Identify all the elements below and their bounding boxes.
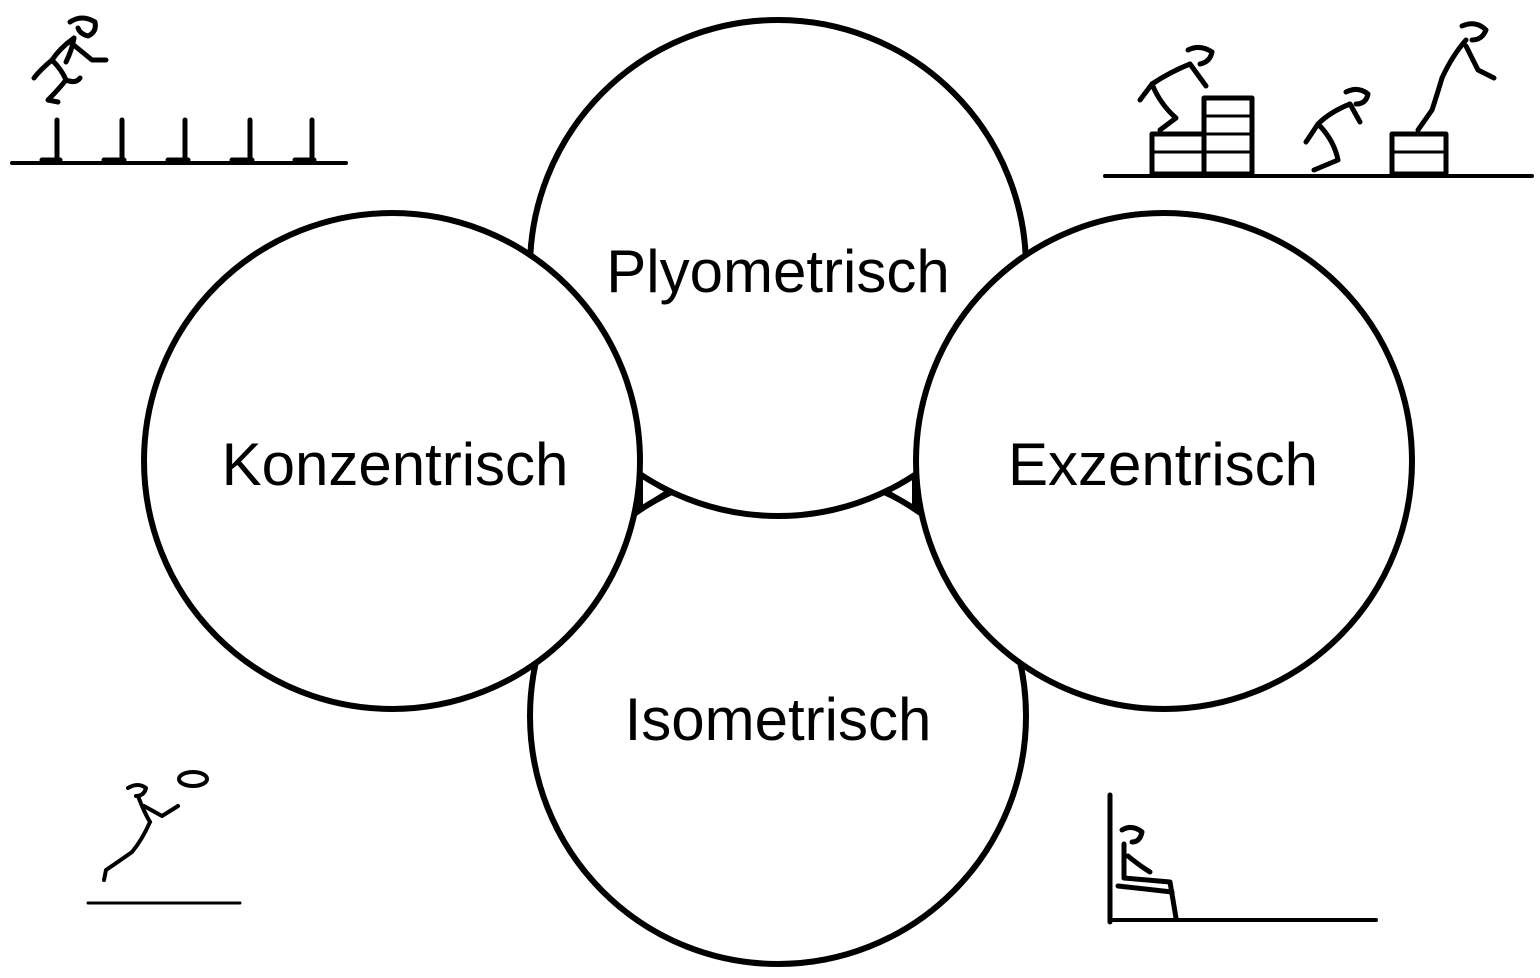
concentric-label: Konzentrisch <box>222 431 569 498</box>
hurdle-jump-figure-icon <box>10 15 348 165</box>
isometric-label: Isometrisch <box>625 686 932 753</box>
box-jump-figure-icon <box>1103 21 1534 178</box>
plyometric-label: Plyometrisch <box>606 238 949 305</box>
eccentric-circle <box>913 210 1415 712</box>
wall-sit-figure-icon <box>1107 792 1378 925</box>
ball-throw-figure-icon <box>86 770 242 905</box>
eccentric-label: Exzentrisch <box>1008 431 1318 498</box>
concentric-circle <box>141 210 643 712</box>
